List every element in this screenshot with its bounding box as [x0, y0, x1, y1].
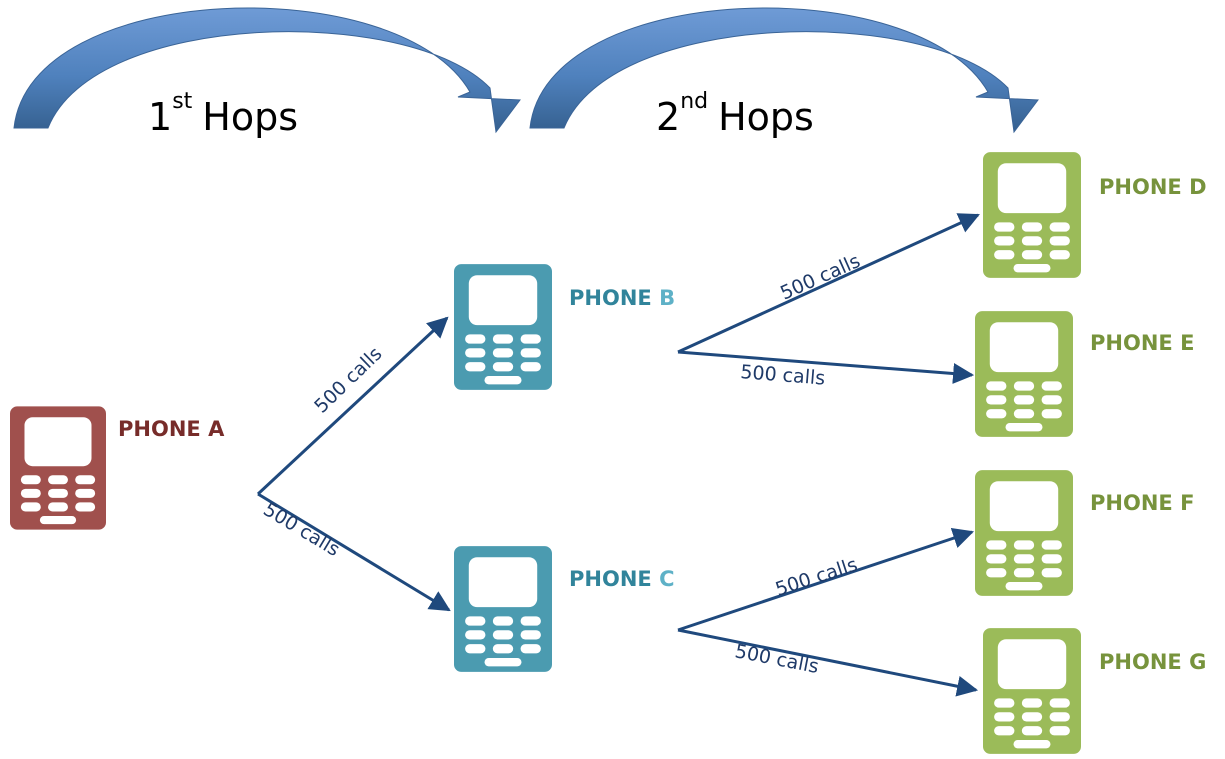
edge-label-a-b: 500 calls	[310, 343, 386, 418]
edge-label-b-d: 500 calls	[777, 250, 863, 305]
phone-f-label: PHONE F	[1090, 491, 1194, 515]
hop-arrow-1	[13, 7, 521, 134]
edge-a-c	[257, 492, 451, 612]
phone-g-label: PHONE G	[1099, 650, 1206, 674]
edge-b-d	[677, 213, 980, 354]
phone-b-icon	[454, 264, 552, 390]
edge-c-f	[677, 528, 974, 632]
phone-b-label: PHONE B	[569, 286, 675, 310]
edge-c-g	[677, 628, 979, 697]
phone-c-label: PHONE C	[569, 567, 674, 591]
phone-f-icon	[975, 470, 1073, 596]
edge-a-b	[256, 316, 449, 496]
hop-arrow-2	[529, 7, 1039, 134]
edge-label-c-f: 500 calls	[773, 554, 861, 601]
edge-label-b-e: 500 calls	[740, 361, 826, 390]
edge-label-c-g: 500 calls	[733, 640, 820, 678]
phone-g-icon	[983, 628, 1081, 754]
phone-e-icon	[975, 311, 1073, 437]
hop-suffix-1: st	[172, 89, 192, 114]
phone-d-icon	[983, 152, 1081, 278]
edge-b-e	[677, 350, 975, 384]
phone-a-icon	[10, 406, 106, 530]
edge-label-a-c: 500 calls	[259, 498, 343, 561]
phone-a-label: PHONE A	[118, 417, 225, 441]
hop-suffix-2: nd	[680, 89, 708, 114]
phone-d-label: PHONE D	[1099, 175, 1207, 199]
phone-e-label: PHONE E	[1090, 331, 1194, 355]
phone-c-icon	[454, 546, 552, 672]
